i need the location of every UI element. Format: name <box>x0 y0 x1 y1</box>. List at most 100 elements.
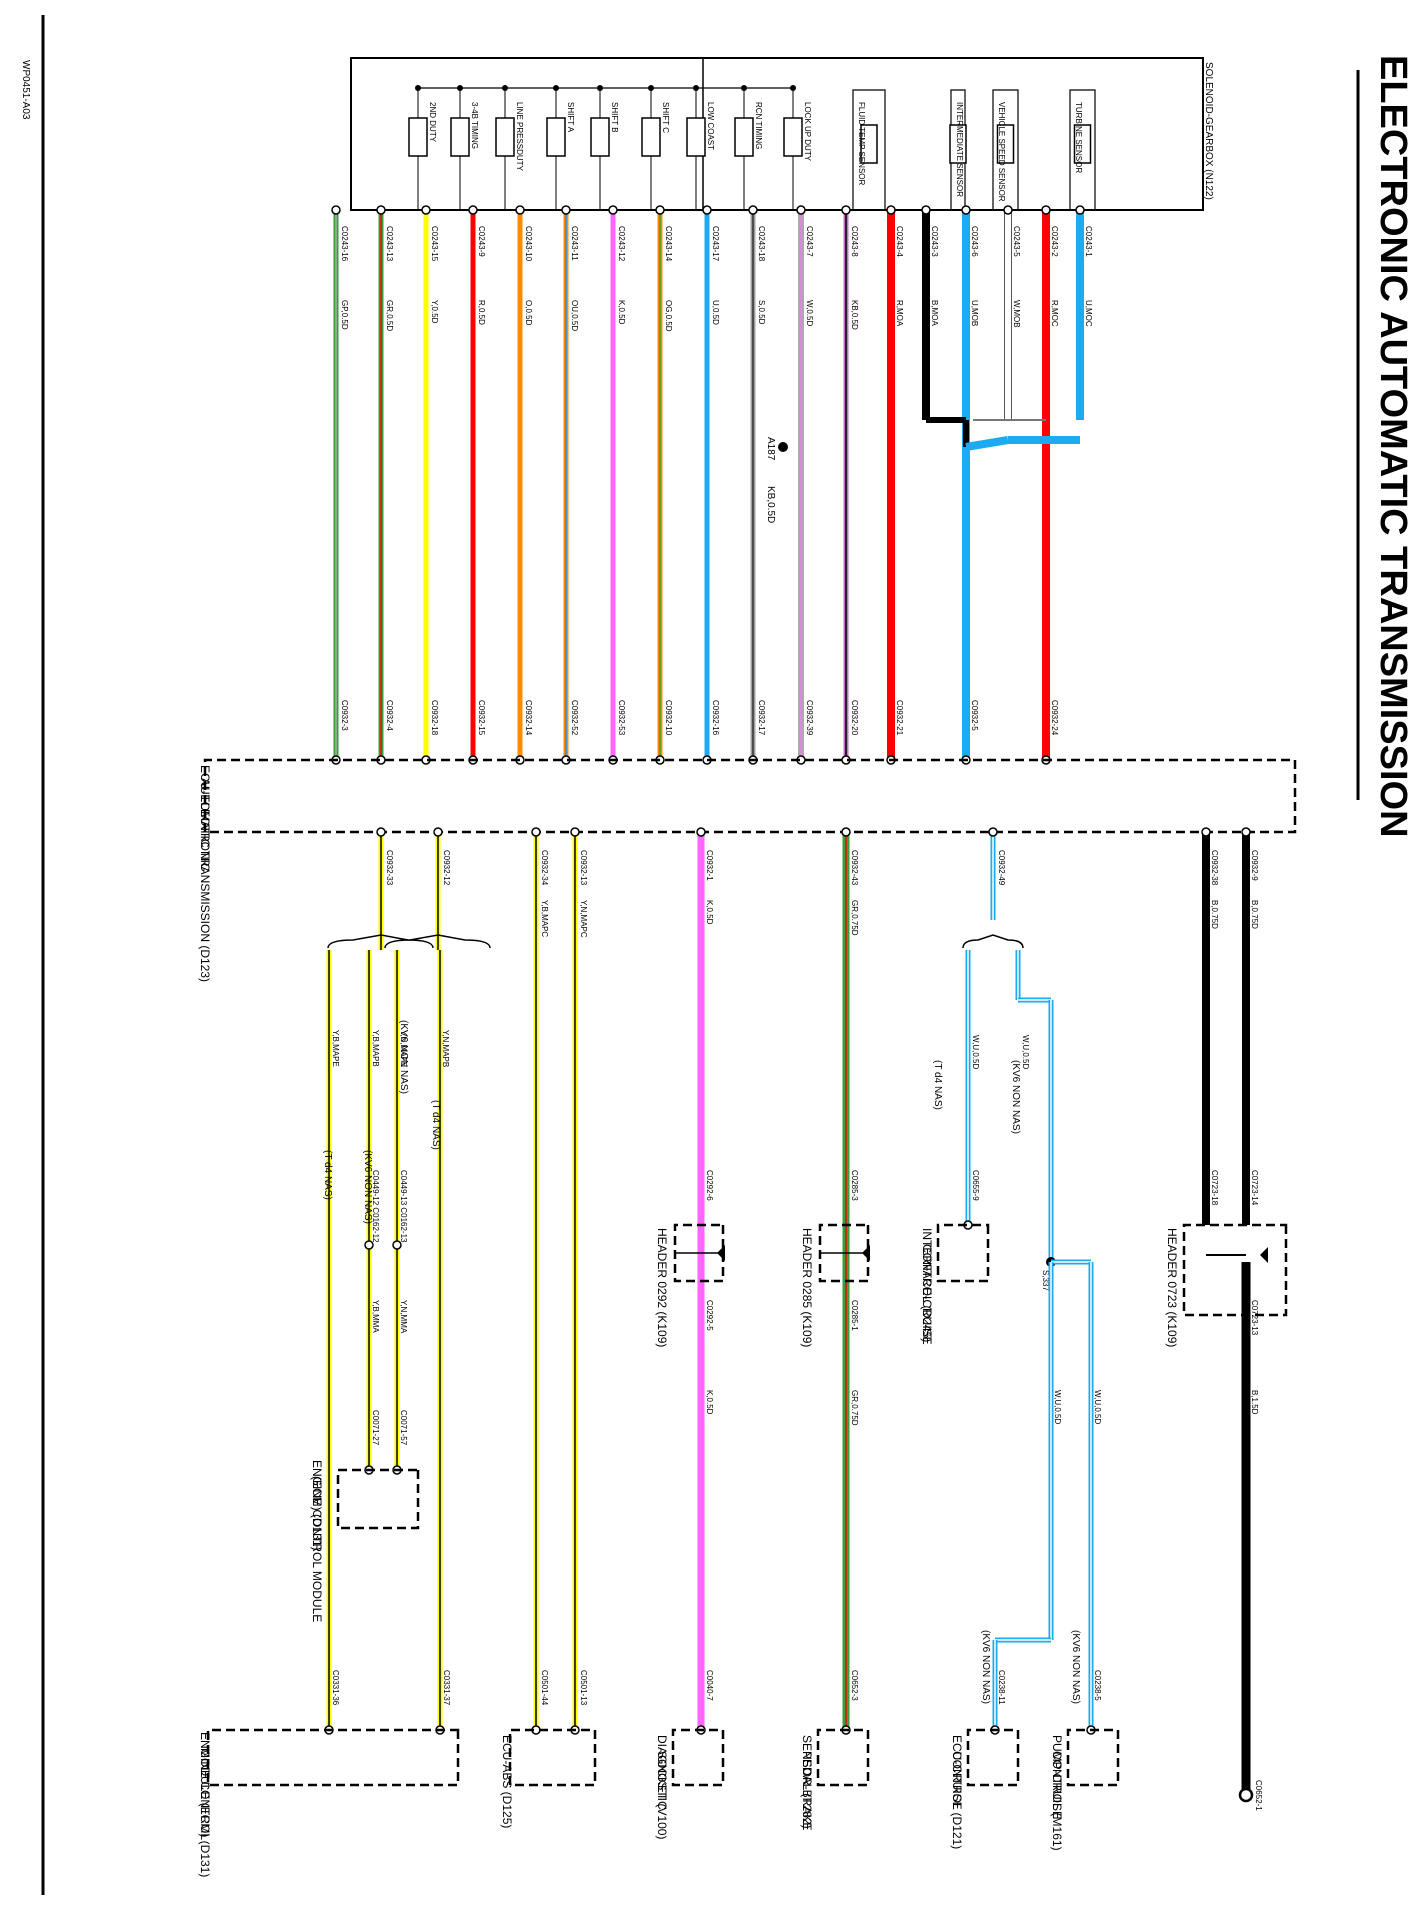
solenoid-body-5 <box>641 117 661 157</box>
ecu-pin-label-7: C0932-10 <box>664 700 673 736</box>
ground-header-arrow <box>1260 1247 1268 1263</box>
splice-a187-wire: KB,0.5D <box>765 486 776 523</box>
wire-code-10: W,0.5D <box>805 300 814 326</box>
brake-header-arrow <box>862 1245 870 1261</box>
ground-pin-b-dot <box>1241 827 1251 837</box>
sensor-label-0: FLUID TEMP SENSOR <box>857 102 866 186</box>
brake-header-pin-out: C0285-1 <box>850 1300 859 1331</box>
ecu-pin-label-1: C0932-4 <box>385 700 394 731</box>
sensor-body-2 <box>996 124 1015 164</box>
gearbox-pin-dot-16 <box>1041 205 1051 215</box>
gearbox-pin-dot-3 <box>468 205 478 215</box>
wire-code-2: Y,0.5D <box>430 300 439 324</box>
abs-wire-label-b: Y,N,MAPC <box>579 900 588 938</box>
ecu-pin-label-12: C0932-21 <box>895 700 904 736</box>
gearbox-pin-dot-13 <box>921 205 931 215</box>
sensor-label-1: INTERMEDIATE SENSOR <box>955 102 964 197</box>
ecm-pin-c: C0071-27 <box>371 1410 380 1446</box>
gearbox-pin-dot-17 <box>1075 205 1085 215</box>
page-title: ELECTRONIC AUTOMATIC TRANSMISSION <box>1372 55 1413 838</box>
brake-header-pin-in: C0285-3 <box>850 1170 859 1201</box>
pump-cruise-label-2: CONTROL (M161) <box>1050 1751 1064 1851</box>
solenoid-body-2 <box>495 117 515 157</box>
connector-label-0: C0243-16 <box>340 226 349 262</box>
wire-code-15: W,MOB <box>1012 300 1021 328</box>
gearbox-pin-dot-9 <box>748 205 758 215</box>
diag-pin: C0932-1 <box>705 850 714 881</box>
ecu-pin-label-4: C0932-14 <box>524 700 533 736</box>
ground-header-pin-out: C0723-13 <box>1250 1300 1259 1336</box>
diag-header-pin-in: C0292-6 <box>705 1170 714 1201</box>
ecm-pin-a: C0932-33 <box>385 850 394 886</box>
sensor-loop-2 <box>992 89 1019 210</box>
ground-wire-a-label: B,0.75D <box>1210 900 1219 929</box>
wire-code-0: GP,0.5D <box>340 300 349 330</box>
solenoid-body-8 <box>783 117 803 157</box>
ecm-inline-2: C0449-13 C0162-13 <box>399 1170 408 1243</box>
brake-wire-out: GR,0.75D <box>850 1390 859 1426</box>
ground-pin-b: C0932-9 <box>1250 850 1259 881</box>
gearbox-pin-dot-12 <box>886 205 896 215</box>
ecm-pin-a-dot <box>376 827 386 837</box>
wire-blue-join <box>965 436 1009 451</box>
brake-pin-dot <box>841 827 851 837</box>
ecm-wire-e: Y,B,MMA <box>371 1300 380 1333</box>
sensor-loop-3 <box>1069 89 1096 210</box>
ground-end-pin: C0652-1 <box>1254 1780 1263 1811</box>
cruise-icc-label-2: CONTROL (D245) <box>920 1244 934 1342</box>
ecm-inline-2-dot <box>392 1240 402 1250</box>
abs-pin-b: C0932-13 <box>579 850 588 886</box>
gearbox-pin-dot-0 <box>331 205 341 215</box>
brake-end-pin: C0652-3 <box>850 1670 859 1701</box>
connector-label-13: C0243-3 <box>930 226 939 257</box>
solenoid-label-5: SHIFT C <box>661 102 670 133</box>
ground-header-label: HEADER 0723 (K109) <box>1165 1228 1179 1347</box>
brake-box <box>816 1728 870 1787</box>
cruise-icc-box <box>936 1223 990 1283</box>
gearbox-pin-dot-7 <box>655 205 665 215</box>
brake-header-label: HEADER 0285 (K109) <box>800 1228 814 1347</box>
connector-label-12: C0243-4 <box>895 226 904 257</box>
ref-code: WP0451-A03 <box>20 60 31 120</box>
wire-code-4: O,0.5D <box>524 300 533 326</box>
diag-header-label: HEADER 0292 (K109) <box>655 1228 669 1347</box>
ecm-small-label-2: (ECM) (D131) <box>310 1476 324 1551</box>
gearbox-pin-dot-1 <box>376 205 386 215</box>
ecu-label-2: AUTOMATIC TRANSMISSION (D123) <box>198 778 212 982</box>
ecm-brace-1 <box>327 934 434 949</box>
wire-code-12: R,MOA <box>895 300 904 327</box>
brake-wire-label: GR,0.75D <box>850 900 859 936</box>
cruise-brace <box>962 934 1024 949</box>
abs-end-1: C0501-44 <box>540 1670 549 1706</box>
cruise-wire-t-label: W,U,0.5D <box>971 1035 980 1069</box>
diag-pin-dot <box>696 827 706 837</box>
connector-label-11: C0243-8 <box>850 226 859 257</box>
gearbox-box <box>350 57 1204 211</box>
cruise-wire-a-label: W,U,0.5D <box>1053 1390 1062 1424</box>
solenoid-label-4: SHIFT B <box>610 102 619 133</box>
wire-code-5: OU,0.5D <box>570 300 579 331</box>
ground-header-pin-a: C0723-18 <box>1210 1170 1219 1206</box>
abs-box <box>508 1728 597 1787</box>
cruise-wire-kv6-label: W,U,0.5D <box>1021 1035 1030 1069</box>
wire-code-11: KB,0.5D <box>850 300 859 330</box>
sensor-loop-0 <box>852 89 886 210</box>
diag-wire-out: K,0.5D <box>705 1390 714 1415</box>
connector-label-14: C0243-6 <box>970 226 979 257</box>
wire-code-3: R,0.5D <box>477 300 486 325</box>
ecu-pin-label-5: C0932-52 <box>570 700 579 736</box>
gearbox-pin-dot-2 <box>421 205 431 215</box>
diag-label-2: SOCKET (V100) <box>655 1751 669 1839</box>
solenoid-body-0 <box>408 117 428 157</box>
brake-label-1: SENSOR-BRAKE <box>800 1735 814 1830</box>
diag-header-pin-out: C0292-5 <box>705 1300 714 1331</box>
ecm-end-pin-1: C0331-36 <box>331 1670 340 1706</box>
gearbox-pin-dot-8 <box>702 205 712 215</box>
gearbox-pin-dot-6 <box>608 205 618 215</box>
gearbox-pin-dot-10 <box>796 205 806 215</box>
connector-label-3: C0243-9 <box>477 226 486 257</box>
ecm-wire-label-c: Y,N,MAPE <box>399 1030 408 1067</box>
wire-code-17: U,MOC <box>1084 300 1093 327</box>
